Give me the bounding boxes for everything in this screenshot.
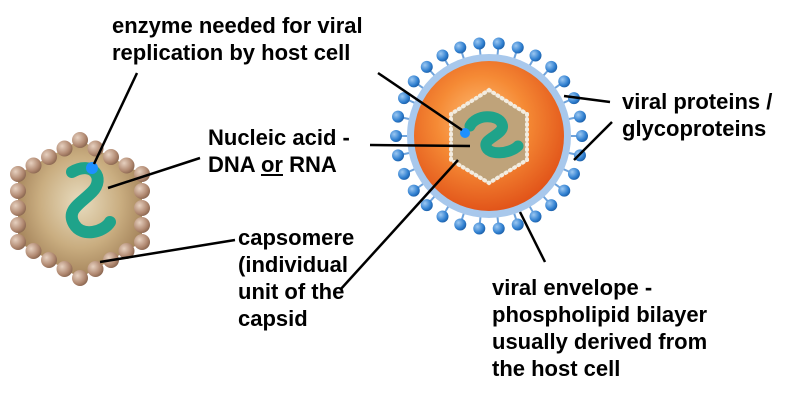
capsomere-bead <box>10 166 26 182</box>
glycoprotein-knob <box>492 222 505 235</box>
glycoprotein-knob <box>511 41 524 54</box>
glycoprotein-knob <box>545 199 558 212</box>
glycoprotein-knob <box>392 149 405 162</box>
glycoprotein-knob <box>454 218 467 231</box>
capsomere-bead <box>87 261 104 277</box>
glycoprotein-knob <box>407 75 420 88</box>
leader-enzyme-left <box>92 72 139 165</box>
leader-lines <box>92 71 613 291</box>
label-capsomere-line1: capsomere <box>238 225 355 250</box>
glycoprotein-knob <box>398 92 411 105</box>
label-capsomere-line2: (individual <box>238 252 348 277</box>
glycoprotein-knob <box>567 167 580 180</box>
capsomere-bead <box>56 261 73 277</box>
capsomere-bead <box>134 200 150 216</box>
glycoprotein-knob <box>529 49 542 62</box>
label-viral-proteins-line2: glycoproteins <box>622 116 767 141</box>
label-viral-proteins-line1: viral proteins / <box>622 89 773 114</box>
label-nucleic-acid-line1: Nucleic acid - <box>208 125 350 150</box>
capsomere-bead <box>25 157 42 174</box>
leader-nucleic-acid-left <box>107 156 201 190</box>
capsomere-bead <box>134 234 150 250</box>
label-nucleic-acid-line2: DNA or RNA <box>208 151 350 178</box>
glycoprotein-knob <box>420 199 433 212</box>
label-enzyme-line1: enzyme needed for viral <box>112 13 363 38</box>
leader-capsomere-left <box>99 238 236 264</box>
capsomere-bead <box>10 217 26 233</box>
label-capsomere-line4: capsid <box>238 306 308 331</box>
label-capsomere-line3: unit of the <box>238 279 345 304</box>
label-enzyme: enzyme needed for viral replication by h… <box>112 12 363 66</box>
capsomere-beads <box>10 132 150 286</box>
leader-envelope <box>518 211 547 263</box>
label-envelope-line4: the host cell <box>492 356 621 381</box>
glycoprotein-knob <box>473 37 486 50</box>
leader-viral-proteins-1 <box>563 94 611 104</box>
glycoprotein-knob <box>392 110 405 123</box>
glycoprotein-knob <box>436 210 449 223</box>
glycoprotein-knob <box>407 184 420 197</box>
capsomere-bead <box>56 140 73 157</box>
glycoprotein-knob <box>492 37 505 50</box>
glycoprotein-knob <box>545 60 558 73</box>
label-envelope: viral envelope - phospholipid bilayer us… <box>492 274 707 382</box>
capsomere-bead <box>10 183 26 199</box>
capsomere-bead <box>118 157 135 174</box>
glycoprotein-knob <box>473 222 486 235</box>
capsomere-bead <box>10 200 26 216</box>
label-viral-proteins: viral proteins / glycoproteins <box>622 88 772 142</box>
enzyme-dot-right <box>460 128 470 138</box>
label-enzyme-line2: replication by host cell <box>112 40 351 65</box>
leader-enzyme-right <box>377 71 463 132</box>
leader-nucleic-acid-right <box>369 143 471 148</box>
capsomere-bead <box>41 252 57 268</box>
capsomere-bead <box>41 149 57 165</box>
capsomere-bead <box>103 149 119 165</box>
glycoprotein-knob <box>573 110 586 123</box>
glycoprotein-knob <box>529 210 542 223</box>
glycoprotein-knob <box>511 218 524 231</box>
capsomere-bead <box>118 243 135 259</box>
glycoprotein-knob <box>454 41 467 54</box>
label-envelope-line1: viral envelope - <box>492 275 653 300</box>
glycoprotein-knob <box>558 184 571 197</box>
capsomere-bead <box>72 132 88 148</box>
nucleic-acid-strand-right <box>464 111 524 159</box>
label-dna: DNA <box>208 152 255 177</box>
glycoprotein-knob <box>398 167 411 180</box>
label-rna: RNA <box>289 152 337 177</box>
enveloped-virus <box>390 37 588 235</box>
capsomere-bead <box>72 270 88 286</box>
glycoprotein-knob <box>420 60 433 73</box>
capsomere-bead <box>10 234 26 250</box>
glycoprotein-knob <box>576 130 588 142</box>
capsomere-bead <box>134 217 150 233</box>
capsomere-bead <box>134 183 150 199</box>
label-capsomere: capsomere (individual unit of the capsid <box>238 224 354 332</box>
label-nucleic-acid: Nucleic acid - DNA or RNA <box>208 124 350 178</box>
leader-capsomere-right <box>339 159 459 291</box>
glycoprotein-knob <box>436 49 449 62</box>
glycoprotein-knob <box>390 130 402 142</box>
label-envelope-line3: usually derived from <box>492 329 708 354</box>
label-or: or <box>260 152 283 177</box>
label-envelope-line2: phospholipid bilayer <box>492 302 708 327</box>
enzyme-dot-left <box>86 162 98 174</box>
naked-virus <box>10 132 150 286</box>
glycoprotein-knob <box>558 75 571 88</box>
capsomere-bead <box>25 243 42 259</box>
leader-viral-proteins-2 <box>573 121 613 161</box>
